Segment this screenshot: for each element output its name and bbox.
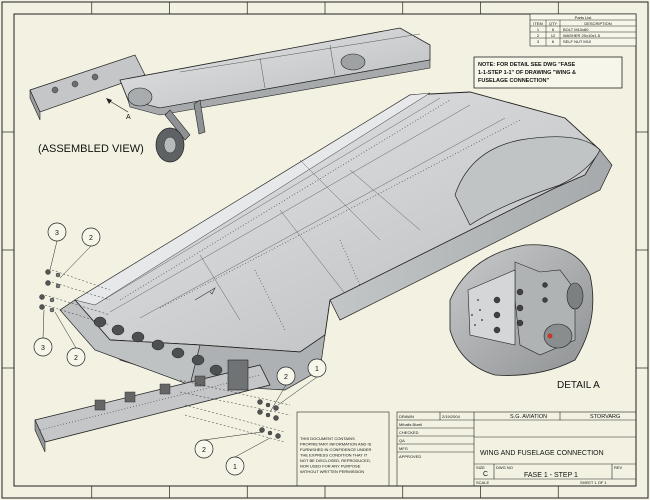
parts-header-item: ITEM: [533, 21, 543, 26]
proprietary-line: THIS DOCUMENT CONTAINS: [300, 436, 355, 441]
exploded-fasteners-left: [39, 269, 111, 326]
drawn-by: Mihalis Bizeli: [399, 422, 422, 427]
note-line-1: NOTE: FOR DETAIL SEE DWG "FASE: [478, 62, 575, 68]
size-label: SIZE: [476, 465, 485, 470]
parts-header-qty: QTY: [549, 21, 558, 26]
parts-list-cell: 6: [552, 27, 555, 32]
balloon-label: 2: [89, 235, 93, 242]
balloon-label: 2: [284, 374, 288, 381]
note-box: [473, 56, 623, 89]
parts-header-description: DESCRIPTION: [584, 21, 611, 26]
main-wing-drawing: [34, 91, 613, 453]
proprietary-notice: [296, 411, 390, 487]
parts-list-cell: BOLT M10x80: [563, 27, 589, 32]
assembled-view-drawing: [29, 27, 431, 163]
title-block: [396, 411, 637, 487]
scale-label: SCALE: [476, 480, 489, 485]
parts-list-cell: 12: [551, 33, 556, 38]
dwg-no-value: FASE 1 - STEP 1: [524, 472, 578, 479]
proprietary-line: PROPRIETARY INFORMATION AND IS: [300, 442, 372, 447]
parts-list-cell: 6: [552, 39, 555, 44]
note-line-3: FUSELAGE CONNECTION": [478, 78, 549, 84]
proprietary-line: NOR USED FOR ANY PURPOSE: [300, 464, 361, 469]
size-value: C: [483, 471, 488, 478]
parts-list-cell: 2: [537, 33, 540, 38]
drawn-label: DRAWN: [399, 414, 414, 419]
assembled-view-label: (ASSEMBLED VIEW): [38, 143, 144, 155]
parts-list-cell: 3: [537, 39, 540, 44]
proprietary-line: NOT BE DISCLOSED, REPRODUCED,: [300, 458, 371, 463]
dwg-no-label: DWG NO: [496, 465, 513, 470]
sheet-label: SHEET 1 OF 1: [580, 480, 607, 485]
balloon-label: 1: [315, 366, 319, 373]
checked-label: CHECKED: [399, 430, 419, 435]
aircraft-name: STORVARG: [590, 414, 620, 420]
proprietary-line: FURNISHED IN CONFIDENCE UNDER: [300, 447, 371, 452]
parts-list-table: [529, 13, 637, 47]
balloon-leaders: [42, 240, 318, 458]
parts-list-cell: WASHER 20x10x1.5: [563, 33, 601, 38]
proprietary-line: THE EXPRESS CONDITION THAT IT: [300, 453, 368, 458]
parts-list-cell: 1: [537, 27, 540, 32]
rev-label: REV: [614, 465, 623, 470]
balloon-label: 2: [74, 355, 78, 362]
proprietary-line: WITHOUT WRITTEN PERMISSION: [300, 469, 364, 474]
balloon-label: 1: [233, 464, 237, 471]
balloon-label: 3: [41, 345, 45, 352]
note-line-2: 1-1-STEP 1-1" OF DRAWING "WING &: [478, 70, 576, 76]
approved-label: APPROVED: [399, 454, 421, 459]
balloon-label: 3: [55, 230, 59, 237]
parts-list-cell: SELF NUT M10: [563, 39, 592, 44]
company-name: S.G. AVIATION: [510, 414, 547, 420]
qa-label: QA: [399, 438, 405, 443]
drawn-date: 2/19/2004: [442, 414, 461, 419]
mfg-label: MFG: [399, 446, 408, 451]
balloon-label: 2: [202, 447, 206, 454]
parts-list-title: Parts List: [575, 15, 593, 20]
detail-a-label: DETAIL A: [557, 380, 600, 391]
exploded-fasteners-right: [179, 379, 291, 443]
detail-callout-label: A: [126, 114, 131, 121]
detail-a-drawing: [449, 244, 594, 376]
drawing-title: WING AND FUSELAGE CONNECTION: [480, 450, 604, 457]
